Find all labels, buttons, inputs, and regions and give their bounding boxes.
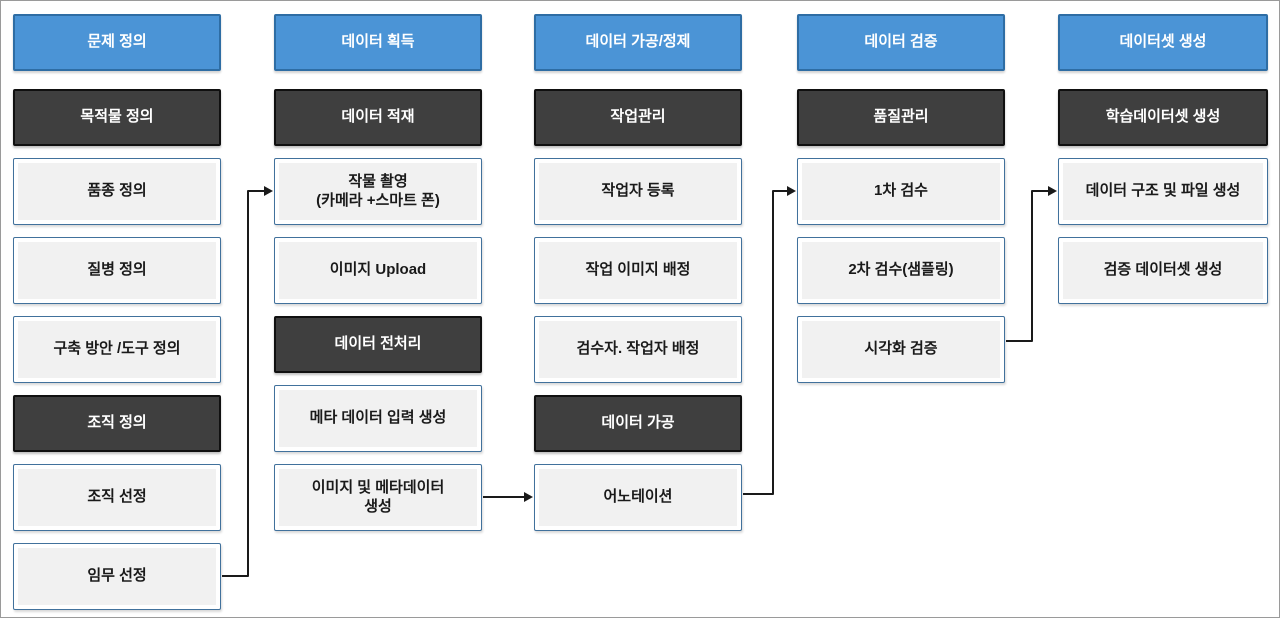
step-box-data-processing-1: 작업자 등록 (534, 158, 742, 225)
phase-header-data-acquisition: 데이터 획득 (274, 14, 482, 71)
step-box-data-validation-2: 2차 검수(샘플링) (797, 237, 1005, 304)
step-box-data-processing-2: 작업 이미지 배정 (534, 237, 742, 304)
phase-header-dataset-creation: 데이터셋 생성 (1058, 14, 1268, 71)
step-label: 조직 선정 (18, 469, 216, 526)
connector-task-selection-to-crop-capture (222, 186, 273, 577)
step-box-dataset-creation-2: 검증 데이터셋 생성 (1058, 237, 1268, 304)
step-label: 작업 이미지 배정 (539, 242, 737, 299)
step-box-data-acquisition-5: 이미지 및 메타데이터 생성 (274, 464, 482, 531)
step-label: 2차 검수(샘플링) (802, 242, 1000, 299)
phase-header-data-processing: 데이터 가공/정제 (534, 14, 742, 71)
step-box-data-processing-5: 어노테이션 (534, 464, 742, 531)
step-box-data-validation-1: 1차 검수 (797, 158, 1005, 225)
step-box-dataset-creation-1: 데이터 구조 및 파일 생성 (1058, 158, 1268, 225)
phase-header-problem-definition: 문제 정의 (13, 14, 221, 71)
step-box-data-acquisition-3: 데이터 전처리 (274, 316, 482, 373)
step-label: 검증 데이터셋 생성 (1063, 242, 1263, 299)
step-label: 임무 선정 (18, 548, 216, 605)
step-box-problem-definition-2: 질병 정의 (13, 237, 221, 304)
step-box-data-validation-0: 품질관리 (797, 89, 1005, 146)
step-label: 메타 데이터 입력 생성 (279, 390, 477, 447)
step-box-data-acquisition-1: 작물 촬영 (카메라 +스마트 폰) (274, 158, 482, 225)
step-box-data-processing-0: 작업관리 (534, 89, 742, 146)
step-box-data-acquisition-4: 메타 데이터 입력 생성 (274, 385, 482, 452)
step-label: 데이터 구조 및 파일 생성 (1063, 163, 1263, 220)
step-label: 질병 정의 (18, 242, 216, 299)
step-label: 어노테이션 (539, 469, 737, 526)
connector-image-metadata-to-annotation (483, 492, 533, 502)
step-label: 작물 촬영 (카메라 +스마트 폰) (279, 163, 477, 220)
step-box-data-processing-4: 데이터 가공 (534, 395, 742, 452)
step-label: 이미지 Upload (279, 242, 477, 299)
step-label: 1차 검수 (802, 163, 1000, 220)
step-box-dataset-creation-0: 학습데이터셋 생성 (1058, 89, 1268, 146)
connector-visual-validation-to-structure-file (1006, 186, 1057, 342)
step-label: 작업자 등록 (539, 163, 737, 220)
step-label: 시각화 검증 (802, 321, 1000, 378)
step-box-problem-definition-5: 조직 선정 (13, 464, 221, 531)
step-box-problem-definition-6: 임무 선정 (13, 543, 221, 610)
step-label: 구축 방안 /도구 정의 (18, 321, 216, 378)
step-box-data-acquisition-0: 데이터 적재 (274, 89, 482, 146)
step-label: 이미지 및 메타데이터 생성 (279, 469, 477, 526)
step-box-data-validation-3: 시각화 검증 (797, 316, 1005, 383)
step-box-problem-definition-1: 품종 정의 (13, 158, 221, 225)
step-box-data-processing-3: 검수자. 작업자 배정 (534, 316, 742, 383)
step-box-problem-definition-4: 조직 정의 (13, 395, 221, 452)
step-box-data-acquisition-2: 이미지 Upload (274, 237, 482, 304)
step-label: 품종 정의 (18, 163, 216, 220)
phase-header-data-validation: 데이터 검증 (797, 14, 1005, 71)
step-box-problem-definition-3: 구축 방안 /도구 정의 (13, 316, 221, 383)
step-box-problem-definition-0: 목적물 정의 (13, 89, 221, 146)
connector-annotation-to-first-inspection (743, 186, 796, 495)
step-label: 검수자. 작업자 배정 (539, 321, 737, 378)
